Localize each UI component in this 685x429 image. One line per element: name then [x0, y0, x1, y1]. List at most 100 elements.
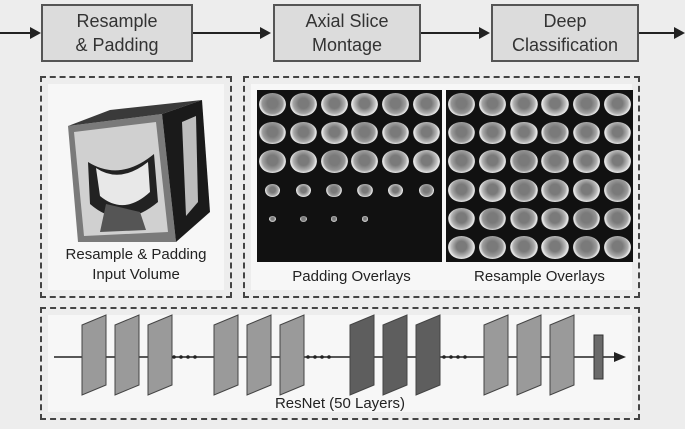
arrowhead-out — [674, 27, 685, 39]
ct-slice-thumbnail — [330, 216, 338, 222]
resnet-layer-plane — [415, 314, 441, 396]
resnet-ellipsis-dot — [313, 355, 317, 359]
ct-slice-thumbnail — [258, 150, 286, 174]
ct-slice-thumbnail — [603, 150, 632, 174]
stage-montage-line1: Axial Slice — [305, 11, 389, 31]
ct-slice-thumbnail — [479, 207, 507, 231]
ct-slice-thumbnail — [258, 92, 286, 116]
resnet-layer-plane — [382, 314, 408, 396]
overlays-panel: Padding Overlays Resample Overlays — [243, 76, 640, 298]
resnet-layer-plane — [114, 314, 140, 396]
ct-slice-thumbnail — [572, 92, 600, 116]
resnet-diagram — [54, 314, 626, 396]
flow-arrow-2 — [421, 32, 480, 34]
ct-slice-thumbnail — [320, 92, 348, 116]
resnet-ellipsis-dot — [186, 355, 190, 359]
stage-axial-montage: Axial Slice Montage — [273, 4, 421, 62]
stage-class-line1: Deep — [543, 11, 587, 31]
ct-slice-thumbnail — [541, 92, 569, 116]
ct-slice-thumbnail — [510, 207, 538, 231]
resnet-ellipsis-dot — [442, 355, 446, 359]
stage-montage-line2: Montage — [311, 35, 383, 55]
resnet-layer-plane — [246, 314, 272, 396]
stage-resample-padding: Resample & Padding — [41, 4, 193, 62]
ct-slice-thumbnail — [382, 150, 410, 174]
input-volume-panel: Resample & Padding Input Volume — [40, 76, 232, 298]
resnet-ellipsis-dot — [449, 355, 453, 359]
ct-slice-thumbnail — [258, 121, 286, 145]
ct-slice-thumbnail — [413, 121, 441, 145]
resnet-output-block — [593, 334, 604, 380]
resnet-layer-plane — [147, 314, 173, 396]
resnet-panel: ResNet (50 Layers) — [40, 307, 640, 420]
resnet-layer-plane — [349, 314, 375, 396]
ct-slice-thumbnail — [572, 207, 600, 231]
input-volume-caption-1: Resample & Padding — [65, 246, 207, 263]
ct-slice-thumbnail — [413, 92, 441, 116]
stage-class-line2: Classification — [511, 35, 619, 55]
ct-slice-thumbnail — [447, 236, 476, 260]
arrowhead-in — [30, 27, 41, 39]
resnet-caption: ResNet (50 Layers) — [274, 395, 406, 412]
resample-overlays-caption: Resample Overlays — [474, 268, 605, 285]
resnet-ellipsis-dot — [306, 355, 310, 359]
ct-slice-thumbnail — [479, 236, 507, 260]
ct-slice-thumbnail — [289, 121, 317, 145]
ct-slice-thumbnail — [413, 150, 441, 174]
ct-slice-thumbnail — [264, 183, 281, 197]
ct-slice-thumbnail — [479, 92, 507, 116]
ct-slice-thumbnail — [357, 183, 373, 197]
resnet-ellipsis-dot — [172, 355, 176, 359]
resnet-ellipsis-dot — [179, 355, 183, 359]
ct-slice-thumbnail — [447, 92, 476, 116]
resnet-layer-plane — [279, 314, 305, 396]
ct-slice-thumbnail — [603, 207, 632, 231]
ct-slice-thumbnail — [572, 236, 600, 260]
resnet-layer-plane — [516, 314, 542, 396]
ct-slice-thumbnail — [603, 92, 632, 116]
ct-slice-thumbnail — [320, 150, 348, 174]
ct-slice-thumbnail — [603, 236, 632, 260]
ct-slice-thumbnail — [289, 150, 317, 174]
ct-slice-thumbnail — [351, 121, 379, 145]
input-volume-caption-2: Input Volume — [92, 266, 180, 283]
ct-slice-thumbnail — [479, 121, 507, 145]
ct-slice-thumbnail — [326, 183, 342, 197]
ct-slice-thumbnail — [447, 150, 476, 174]
arrowhead-2 — [479, 27, 490, 39]
ct-slice-thumbnail — [541, 121, 569, 145]
ct-slice-thumbnail — [572, 150, 600, 174]
ct-slice-thumbnail — [289, 92, 317, 116]
ct-slice-thumbnail — [447, 121, 476, 145]
ct-volume-cube-image — [68, 100, 210, 242]
padding-overlays-caption: Padding Overlays — [292, 268, 411, 285]
resnet-ellipsis-dot — [463, 355, 467, 359]
ct-slice-thumbnail — [572, 178, 600, 202]
flow-arrow-1 — [193, 32, 261, 34]
resnet-arrowhead — [614, 352, 626, 362]
resnet-ellipsis-dot — [193, 355, 197, 359]
ct-slice-thumbnail — [572, 121, 600, 145]
stage-deep-classification: Deep Classification — [491, 4, 639, 62]
arrowhead-1 — [260, 27, 271, 39]
ct-slice-thumbnail — [510, 92, 538, 116]
ct-slice-thumbnail — [510, 236, 538, 260]
stage-resample-line2: & Padding — [75, 35, 159, 55]
resnet-ellipsis-dot — [320, 355, 324, 359]
ct-slice-thumbnail — [510, 150, 538, 174]
ct-slice-thumbnail — [510, 121, 538, 145]
ct-slice-thumbnail — [382, 121, 410, 145]
ct-slice-thumbnail — [447, 178, 476, 202]
ct-slice-thumbnail — [603, 178, 632, 202]
ct-slice-thumbnail — [295, 183, 311, 197]
stage-resample-line1: Resample — [76, 11, 158, 31]
resnet-layer-plane — [81, 314, 107, 396]
ct-slice-thumbnail — [510, 178, 538, 202]
ct-slice-thumbnail — [541, 178, 569, 202]
ct-slice-thumbnail — [541, 236, 569, 260]
padding-overlay-montage — [257, 90, 442, 262]
ct-slice-thumbnail — [299, 216, 307, 222]
ct-slice-thumbnail — [351, 92, 379, 116]
ct-slice-thumbnail — [361, 216, 369, 222]
ct-slice-thumbnail — [479, 150, 507, 174]
